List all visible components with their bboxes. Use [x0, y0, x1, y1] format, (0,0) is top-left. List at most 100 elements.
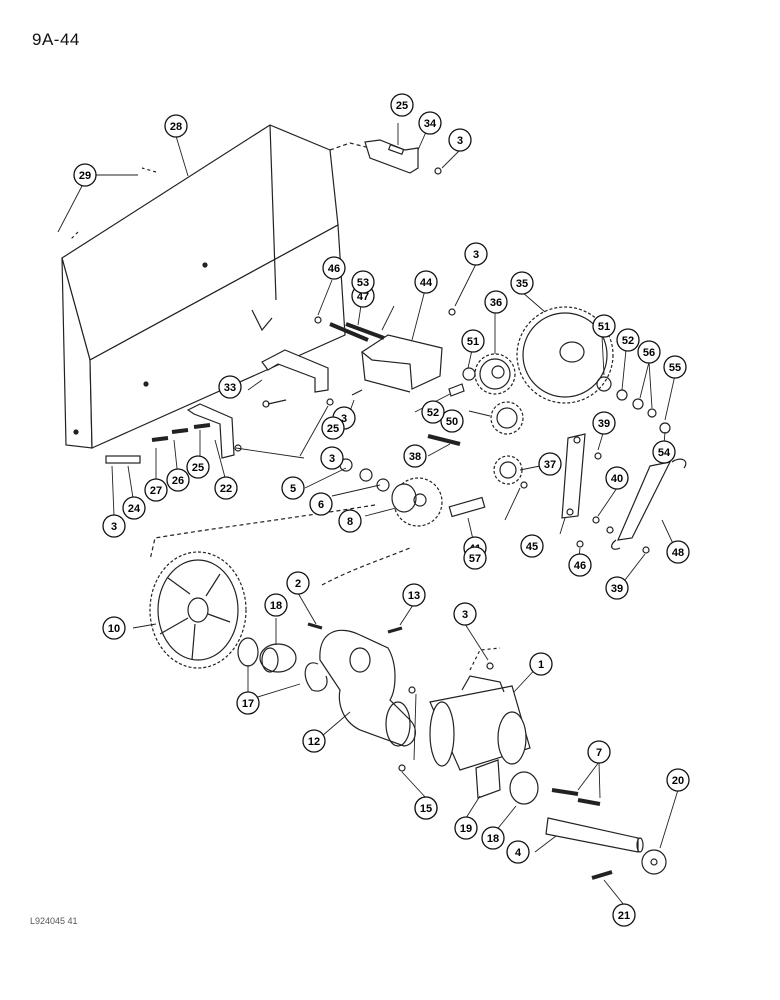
- callout-circle: [166, 468, 190, 492]
- callout-label: 51: [598, 321, 610, 333]
- callout-label: 6: [318, 499, 324, 511]
- callout-21: 21: [612, 903, 636, 927]
- callout-circle: [538, 452, 562, 476]
- sprocket-8: [391, 477, 443, 527]
- callout-circle: [236, 691, 260, 715]
- callout-label: 38: [409, 451, 421, 463]
- callout-label: 20: [672, 775, 684, 787]
- callout-18: 18: [264, 593, 288, 617]
- callout-circle: [390, 93, 414, 117]
- callout-4: 4: [506, 840, 530, 864]
- callout-35: 35: [510, 271, 534, 295]
- callout-circle: [421, 400, 445, 424]
- callout-circle: [605, 466, 629, 490]
- callout-3: 3: [320, 446, 344, 470]
- callout-circle: [652, 440, 676, 464]
- callout-circle: [164, 114, 188, 138]
- callout-7: 7: [587, 740, 611, 764]
- flywheel-gear: [149, 551, 247, 669]
- callout-2: 2: [286, 571, 310, 595]
- callout-label: 21: [618, 910, 630, 922]
- callout-circle: [322, 256, 346, 280]
- callout-label: 55: [669, 362, 681, 374]
- callout-label: 37: [544, 459, 556, 471]
- callout-label: 2: [295, 578, 301, 590]
- clip-bracket: [364, 139, 442, 175]
- arm-45: [561, 433, 586, 519]
- callout-25: 25: [321, 416, 345, 440]
- callout-label: 47: [357, 291, 369, 303]
- callout-25: 25: [390, 93, 414, 117]
- callout-circle: [481, 826, 505, 850]
- callout-circle: [402, 583, 426, 607]
- callout-label: 3: [341, 413, 347, 425]
- callout-label: 19: [460, 823, 472, 835]
- callout-label: 35: [516, 278, 528, 290]
- callout-label: 46: [328, 263, 340, 275]
- callout-label: 3: [329, 453, 335, 465]
- callout-label: 56: [643, 347, 655, 359]
- callout-circle: [218, 375, 242, 399]
- starter-motor: [429, 675, 531, 771]
- callout-circle: [461, 329, 485, 353]
- callout-36: 36: [484, 290, 508, 314]
- callout-29: 29: [73, 163, 97, 187]
- callout-circle: [144, 478, 168, 502]
- callout-19: 19: [454, 816, 478, 840]
- callout-50: 50: [440, 409, 464, 433]
- callout-label: 25: [327, 423, 339, 435]
- callout-circle: [102, 616, 126, 640]
- callout-circle: [463, 546, 487, 570]
- callout-3: 3: [464, 242, 488, 266]
- callout-circle: [666, 540, 690, 564]
- sprocket-36: [474, 353, 516, 395]
- callout-label: 3: [111, 521, 117, 533]
- sprocket-37: [493, 455, 523, 485]
- bracket-22: [186, 403, 235, 459]
- callout-48: 48: [666, 540, 690, 564]
- callout-46: 46: [568, 553, 592, 577]
- callout-label: 1: [538, 659, 544, 671]
- callout-33: 33: [218, 375, 242, 399]
- callout-label: 25: [396, 100, 408, 112]
- callout-circle: [418, 111, 442, 135]
- callout-circle: [302, 729, 326, 753]
- callout-53: 53: [351, 270, 375, 294]
- callout-circle: [320, 446, 344, 470]
- callout-45: 45: [520, 534, 544, 558]
- callout-circle: [186, 455, 210, 479]
- callout-circle: [666, 768, 690, 792]
- starter-housing: [319, 629, 416, 747]
- callout-20: 20: [666, 768, 690, 792]
- callout-label: 7: [596, 747, 602, 759]
- callout-44: 44: [414, 270, 438, 294]
- callout-37: 37: [538, 452, 562, 476]
- callout-circle: [122, 496, 146, 520]
- callout-label: 44: [420, 277, 433, 289]
- callout-circle: [281, 476, 305, 500]
- callout-label: 10: [108, 623, 120, 635]
- callout-label: 53: [357, 277, 369, 289]
- callout-circle: [440, 409, 464, 433]
- callout-51: 51: [461, 329, 485, 353]
- callout-label: 36: [490, 297, 502, 309]
- callout-circle: [321, 416, 345, 440]
- callout-circle: [286, 571, 310, 595]
- callout-label: 34: [424, 118, 437, 130]
- callout-label: 18: [487, 833, 499, 845]
- callout-label: 26: [172, 475, 184, 487]
- callout-52: 52: [616, 328, 640, 352]
- callout-label: 22: [220, 483, 232, 495]
- callout-label: 57: [469, 553, 481, 565]
- callout-label: 45: [526, 541, 538, 553]
- callout-bubbles: 1233333334567810121315171818192021222425…: [73, 93, 690, 927]
- callout-24: 24: [122, 496, 146, 520]
- callout-circle: [612, 903, 636, 927]
- callout-label: 17: [242, 698, 254, 710]
- callout-label: 15: [420, 803, 432, 815]
- callout-circle: [592, 411, 616, 435]
- callout-label: 3: [462, 609, 468, 621]
- callout-label: 39: [598, 418, 610, 430]
- callout-label: 8: [347, 516, 353, 528]
